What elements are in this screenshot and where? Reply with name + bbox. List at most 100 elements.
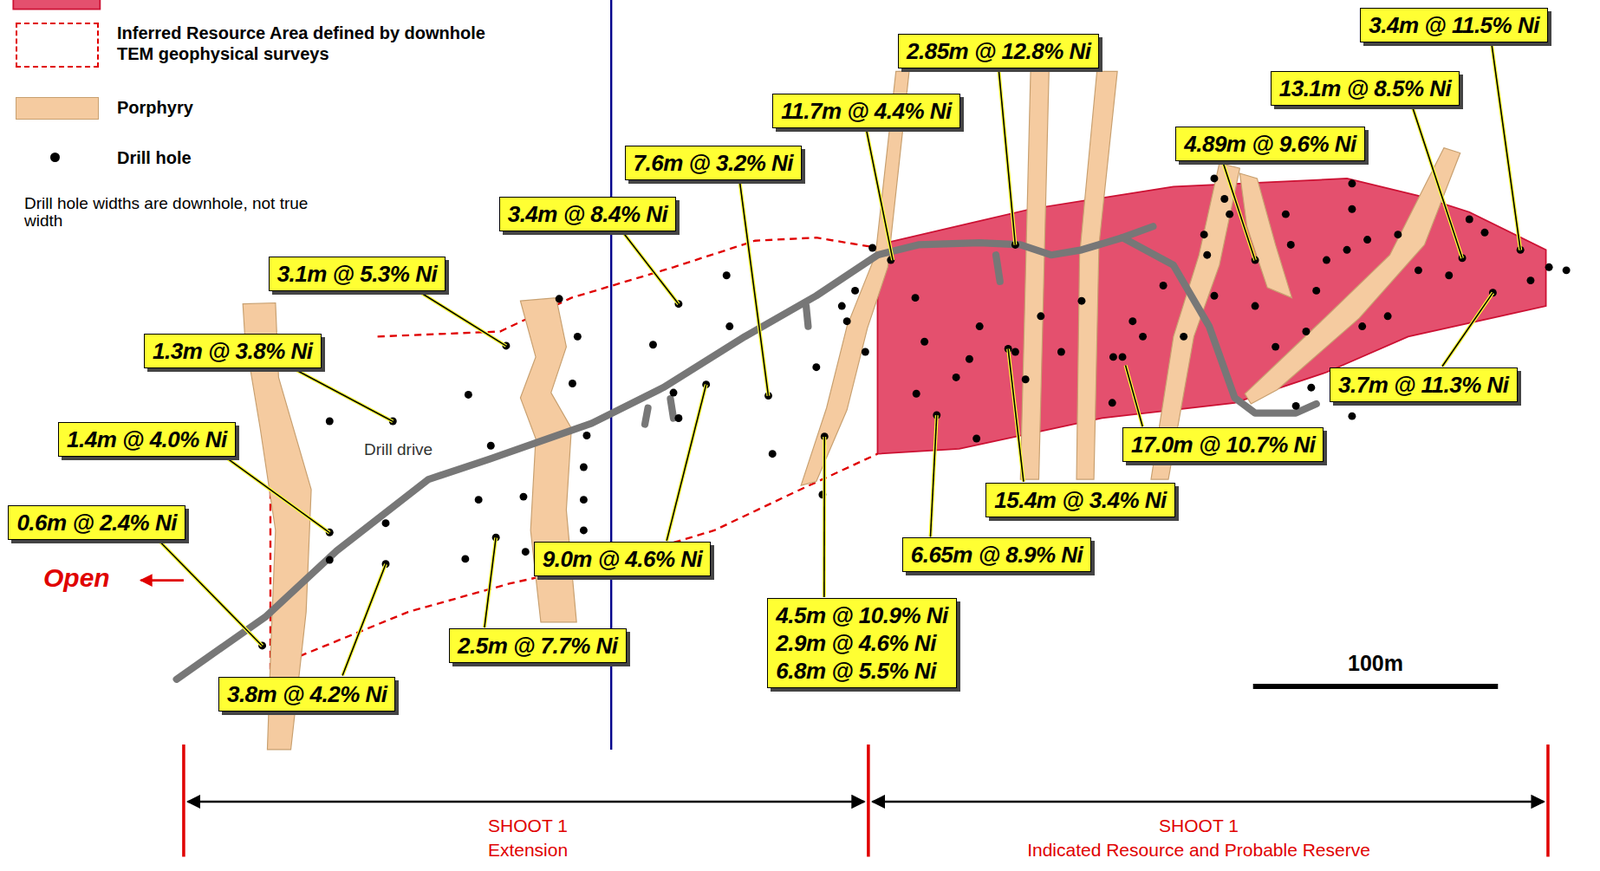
- drill-hole: [674, 414, 683, 423]
- legend-text: Drill hole: [117, 147, 378, 169]
- drill-hole: [1343, 246, 1352, 254]
- assay-text: 1.4m @ 4.0% Ni: [66, 425, 228, 454]
- drill-hole: [1281, 210, 1290, 219]
- assay-text: 11.7m @ 4.4% Ni: [780, 97, 952, 125]
- drill-hole: [725, 322, 734, 331]
- leader-line: [342, 564, 386, 677]
- leader-line: [865, 129, 893, 261]
- assay-callout: 3.4m @ 11.5% Ni: [1359, 7, 1548, 43]
- drill-hole: [1138, 332, 1147, 341]
- shoot-label: SHOOT 1: [487, 815, 568, 837]
- drill-hole: [521, 547, 530, 556]
- drill-hole: [1109, 352, 1118, 361]
- drill-holes: [258, 174, 1571, 650]
- leader-line: [1125, 364, 1144, 427]
- leader-line: [342, 564, 386, 677]
- leader-line: [1442, 292, 1493, 367]
- drill-hole: [1414, 266, 1423, 274]
- leader-line: [998, 69, 1015, 246]
- note: Drill hole widths are downhole, not true…: [24, 195, 315, 230]
- leader-line: [822, 436, 827, 598]
- shoot-label: Extension: [487, 839, 568, 861]
- leader-line: [294, 369, 393, 422]
- drill-hole: [1200, 230, 1209, 239]
- drill-hole: [768, 449, 777, 458]
- drill-hole: [1251, 302, 1260, 311]
- assay-callout: 3.7m @ 11.3% Ni: [1329, 367, 1518, 403]
- assay-text: 9.0m @ 4.6% Ni: [542, 545, 703, 573]
- drill-hole: [868, 243, 877, 252]
- drill-hole: [461, 554, 469, 563]
- drill-hole: [1465, 215, 1474, 224]
- legend-swatch: [13, 0, 100, 10]
- assay-text: 3.8m @ 4.2% Ni: [227, 680, 388, 709]
- drill-hole: [1287, 240, 1295, 249]
- drill-hole: [474, 495, 483, 504]
- drill-hole: [1347, 179, 1356, 188]
- assay-callout: 4.5m @ 10.9% Ni2.9m @ 4.6% Ni6.8m @ 5.5%…: [767, 598, 957, 689]
- scale-label: 100m: [1347, 650, 1404, 677]
- drill-hole: [1108, 398, 1117, 407]
- leader-line: [739, 181, 768, 396]
- drill-hole: [812, 363, 820, 371]
- leader-line: [666, 384, 707, 541]
- assay-text: 3.1m @ 5.3% Ni: [277, 260, 438, 288]
- drill-hole: [1057, 348, 1066, 357]
- drill-hole: [1301, 327, 1310, 336]
- drill-hole: [649, 340, 657, 349]
- legend-text: Inferred Resource Area defined by downho…: [117, 22, 499, 65]
- leader-line: [1008, 349, 1024, 482]
- drill-hole: [582, 431, 591, 440]
- scale-bar: [1253, 683, 1499, 690]
- assay-text: 2.85m @ 12.8% Ni: [906, 37, 1091, 66]
- drill-hole: [1363, 235, 1372, 244]
- leader-line: [1222, 162, 1256, 261]
- drill-hole: [912, 390, 921, 398]
- legend-text: Porphyry: [117, 97, 378, 118]
- assay-callout: 6.65m @ 8.9% Ni: [902, 537, 1093, 573]
- drill-hole: [1384, 312, 1392, 320]
- drill-hole: [1021, 375, 1030, 384]
- drill-hole: [579, 495, 588, 504]
- leader-line: [623, 232, 679, 305]
- drill-hole: [1011, 348, 1020, 357]
- drill-hole: [555, 294, 564, 303]
- leader-line: [158, 540, 262, 646]
- assay-text: 6.8m @ 5.5% Ni: [775, 656, 949, 685]
- leader-line: [1412, 106, 1463, 258]
- drive-label: Drill drive: [364, 440, 433, 460]
- assay-text: 1.3m @ 3.8% Ni: [152, 337, 313, 365]
- leader-line: [294, 369, 393, 422]
- drill-hole: [1393, 230, 1402, 239]
- drill-hole: [464, 390, 473, 399]
- drill-hole: [851, 286, 859, 295]
- drill-hole: [965, 355, 974, 364]
- drill-hole: [519, 493, 527, 501]
- assay-text: 13.1m @ 8.5% Ni: [1279, 74, 1452, 103]
- open-arrow: [140, 578, 183, 582]
- drill-drive: [176, 226, 1317, 680]
- assay-text: 17.0m @ 10.7% Ni: [1131, 430, 1315, 459]
- assay-callout: 7.6m @ 3.2% Ni: [624, 145, 803, 181]
- assay-callout: 17.0m @ 10.7% Ni: [1122, 427, 1324, 462]
- drill-hole: [843, 317, 852, 326]
- leader-line: [158, 540, 262, 646]
- legend-swatch: [15, 22, 99, 68]
- drill-hole: [1526, 276, 1535, 285]
- assay-callout: 2.5m @ 7.7% Ni: [448, 628, 627, 664]
- leader-line: [930, 415, 937, 537]
- drill-hole: [1271, 343, 1280, 352]
- drill-hole: [911, 293, 920, 302]
- leader-line: [1222, 162, 1256, 261]
- assay-callout: 3.4m @ 8.4% Ni: [499, 196, 677, 232]
- shoot-label: Indicated Resource and Probable Reserve: [1027, 839, 1371, 861]
- drill-hole: [1312, 286, 1321, 295]
- drill-hole: [1036, 312, 1045, 320]
- drill-hole: [975, 322, 984, 331]
- drill-hole: [1480, 228, 1489, 237]
- assay-text: 4.89m @ 9.6% Ni: [1183, 130, 1357, 158]
- drill-hole: [579, 463, 588, 472]
- drill-hole: [920, 338, 929, 346]
- drill-hole: [1545, 263, 1554, 272]
- drill-hole: [1347, 412, 1356, 421]
